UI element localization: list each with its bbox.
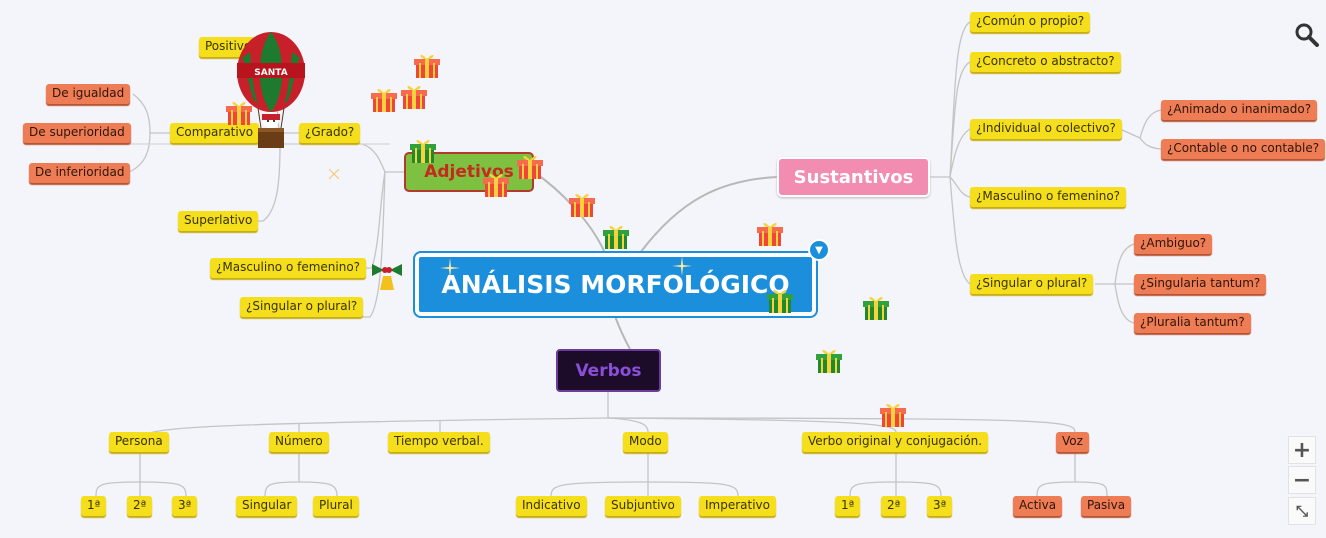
gift-icon	[569, 193, 595, 217]
central-topic-label: ANÁLISIS MORFOLÓGICO	[441, 270, 790, 299]
ver-conj-3[interactable]: 3ª	[927, 496, 953, 516]
ver-imperativo[interactable]: Imperativo	[699, 496, 776, 516]
sus-pluralia[interactable]: ¿Pluralia tantum?	[1134, 313, 1251, 333]
gift-icon	[414, 54, 440, 78]
gift-icon	[517, 155, 543, 179]
branch-verbos-label: Verbos	[575, 360, 642, 381]
sus-concreto[interactable]: ¿Concreto o abstracto?	[970, 52, 1121, 72]
adj-superlativo[interactable]: Superlativo	[178, 211, 259, 231]
adj-inferioridad[interactable]: De inferioridad	[29, 163, 131, 183]
ver-original[interactable]: Verbo original y conjugación.	[802, 432, 989, 452]
sus-animado[interactable]: ¿Animado o inanimado?	[1161, 100, 1318, 120]
christmas-bell-icon	[372, 264, 402, 290]
collapse-toggle-icon[interactable]: ▼	[808, 239, 830, 261]
gift-icon	[880, 403, 906, 427]
branch-sustantivos[interactable]: Sustantivos	[777, 157, 930, 197]
ver-activa[interactable]: Activa	[1013, 496, 1063, 516]
zoom-in-button[interactable]: +	[1288, 436, 1316, 464]
adj-numero[interactable]: ¿Singular o plural?	[240, 297, 364, 317]
fit-screen-button[interactable]: ⤡	[1288, 497, 1316, 525]
balloon-text: SANTA	[254, 68, 287, 78]
sus-genero[interactable]: ¿Masculino o femenino?	[970, 187, 1127, 207]
ver-indicativo[interactable]: Indicativo	[516, 496, 587, 516]
branch-verbos[interactable]: Verbos	[556, 349, 661, 392]
gift-icon	[226, 101, 252, 125]
sparkle-icon	[672, 256, 692, 276]
ver-subjuntivo[interactable]: Subjuntivo	[605, 496, 681, 516]
sus-numero[interactable]: ¿Singular o plural?	[970, 274, 1094, 294]
adj-comparativo[interactable]: Comparativo	[170, 123, 260, 143]
ver-conj-1[interactable]: 1ª	[835, 496, 861, 516]
gift-icon	[767, 289, 793, 313]
ver-persona-1[interactable]: 1ª	[81, 496, 107, 516]
ver-voz[interactable]: Voz	[1056, 432, 1089, 452]
ver-persona-3[interactable]: 3ª	[172, 496, 198, 516]
hot-air-balloon-icon: SANTA	[237, 32, 305, 148]
branch-sustantivos-label: Sustantivos	[793, 166, 914, 188]
ver-conj-2[interactable]: 2ª	[881, 496, 907, 516]
gift-icon	[757, 222, 783, 246]
gift-icon	[483, 173, 509, 197]
sparkle-icon	[328, 168, 340, 180]
sus-individual[interactable]: ¿Individual o colectivo?	[970, 119, 1122, 139]
ver-modo[interactable]: Modo	[623, 432, 668, 452]
sus-singularia[interactable]: ¿Singularia tantum?	[1134, 274, 1267, 294]
central-topic[interactable]: ANÁLISIS MORFOLÓGICO	[413, 251, 818, 318]
gift-icon	[863, 296, 889, 320]
gift-icon	[410, 139, 436, 163]
adj-genero[interactable]: ¿Masculino o femenino?	[210, 258, 367, 278]
ver-persona-2[interactable]: 2ª	[127, 496, 153, 516]
adj-grado[interactable]: ¿Grado?	[299, 123, 361, 143]
ver-pasiva[interactable]: Pasiva	[1081, 496, 1132, 516]
adj-superioridad[interactable]: De superioridad	[23, 123, 131, 143]
gift-icon	[603, 225, 629, 249]
gift-icon	[816, 349, 842, 373]
zoom-out-button[interactable]: −	[1288, 466, 1316, 494]
search-icon[interactable]	[1294, 22, 1320, 48]
sparkle-icon	[440, 258, 460, 278]
ver-numero[interactable]: Número	[269, 432, 329, 452]
gift-icon	[371, 88, 397, 112]
sus-contable[interactable]: ¿Contable o no contable?	[1161, 139, 1326, 159]
ver-tiempo[interactable]: Tiempo verbal.	[388, 432, 490, 452]
ver-plural[interactable]: Plural	[313, 496, 359, 516]
gift-icon	[401, 85, 427, 109]
ver-singular[interactable]: Singular	[236, 496, 298, 516]
adj-igualdad[interactable]: De igualdad	[46, 84, 131, 104]
ver-persona[interactable]: Persona	[109, 432, 169, 452]
sus-comun[interactable]: ¿Común o propio?	[970, 12, 1091, 32]
sus-ambiguo[interactable]: ¿Ambiguo?	[1134, 234, 1213, 254]
